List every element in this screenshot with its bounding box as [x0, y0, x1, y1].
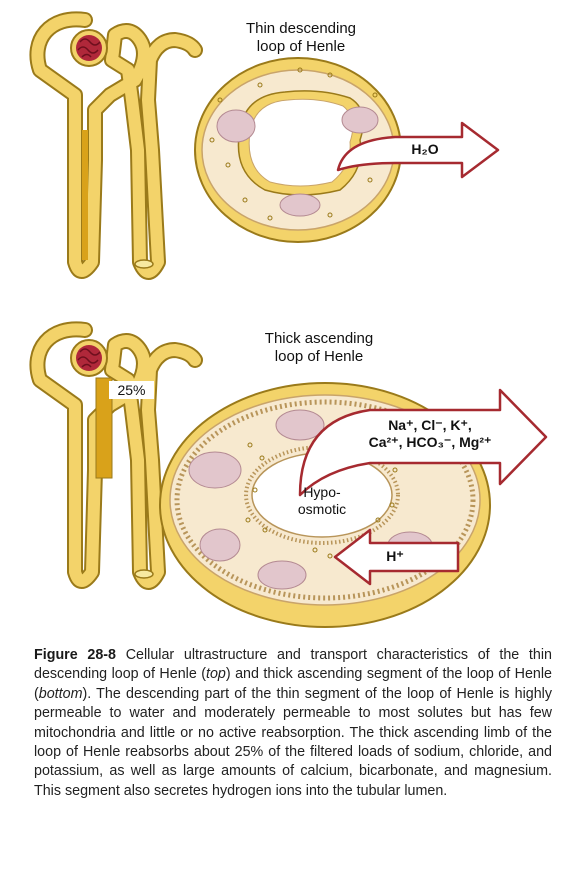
- caption-text-3: ). The descending part of the thin segme…: [34, 685, 552, 799]
- h2o-label: H₂O: [411, 141, 439, 157]
- bottom-panel-title: Thick ascending loop of Henle: [244, 330, 394, 366]
- glomerulus-bottom: [76, 345, 102, 371]
- ion-line1: Na⁺, Cl⁻, K⁺,: [388, 417, 472, 433]
- nucleus: [279, 193, 321, 217]
- glomerulus-top: [76, 35, 102, 61]
- ion-list-label: Na⁺, Cl⁻, K⁺, Ca²⁺, HCO₃⁻, Mg²⁺: [345, 417, 515, 451]
- h-plus-label: H⁺: [386, 548, 404, 564]
- nucleus: [341, 106, 379, 134]
- nucleus: [257, 560, 307, 590]
- thin-descending-cross-section: [194, 57, 402, 243]
- caption-bottom-word: bottom: [38, 685, 83, 702]
- figure-caption: Figure 28-8 Cellular ultrastructure and …: [34, 646, 552, 801]
- nephron-diagram-top: [29, 11, 203, 280]
- nucleus: [275, 409, 325, 441]
- percent-label: 25%: [109, 381, 154, 399]
- top-title-line2: loop of Henle: [256, 38, 346, 55]
- bottom-title-line2: loop of Henle: [274, 348, 364, 365]
- hydrogen-secretion-arrow: [333, 528, 460, 586]
- caption-top-word: top: [205, 666, 226, 683]
- bottom-title-line1: Thick ascending: [264, 330, 374, 347]
- nephron-diagram-bottom: [29, 321, 203, 590]
- water-efflux-arrow: [336, 121, 500, 179]
- lumen-osmolality-label: Hypo- osmotic: [282, 484, 362, 518]
- loop-of-henle-illustration: [29, 11, 548, 628]
- caption-text-1: Cellular ultrastructure and transport ch…: [34, 647, 552, 683]
- figure-number: Figure 28-8: [34, 647, 116, 663]
- nucleus: [216, 109, 256, 143]
- caption-text-2: ) and thick ascending segment of the loo…: [34, 666, 552, 702]
- top-panel-title: Thin descending loop of Henle: [226, 20, 376, 56]
- nucleus: [188, 451, 242, 489]
- ion-line2: Ca²⁺, HCO₃⁻, Mg²⁺: [368, 434, 492, 450]
- lumen-line1: Hypo-: [303, 484, 341, 500]
- nucleus: [199, 528, 241, 562]
- lumen-line2: osmotic: [297, 501, 347, 517]
- ion-reabsorption-arrow: [298, 388, 548, 497]
- top-title-line1: Thin descending: [245, 20, 357, 37]
